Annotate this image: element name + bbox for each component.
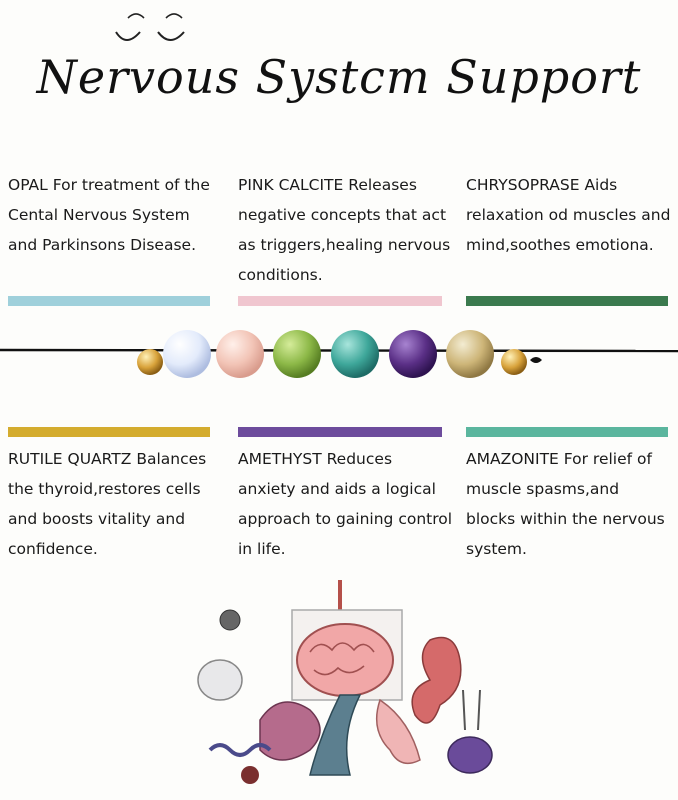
dark-spiky-cell-icon (219, 609, 241, 631)
gold-bead-left (137, 349, 163, 375)
stone-text: Aids relaxation od muscles and mind,soot… (466, 176, 671, 254)
chrysoprase-description: CHRYSOPRASE Aids relaxation od muscles a… (466, 170, 678, 260)
stone-name: RUTILE QUARTZ (8, 450, 132, 468)
amethyst-bead (389, 330, 437, 378)
pink-calcite-description: PINK CALCITE Releases negative concepts … (238, 170, 453, 290)
chrysoprase-color-bar (466, 296, 668, 306)
opal-color-bar (8, 296, 210, 306)
brain-neurons-illustration (197, 580, 493, 784)
rutile-quartz-description: RUTILE QUARTZ Balances the thyroid,resto… (8, 444, 233, 564)
rutile-quartz-color-bar (8, 427, 210, 437)
chrysoprase-bead (273, 330, 321, 378)
brain-icon (296, 623, 394, 697)
stone-name: AMETHYST (238, 450, 322, 468)
amethyst-description: AMETHYST Reduces anxiety and aids a logi… (238, 444, 453, 564)
bracelet-beads (137, 330, 542, 378)
stone-text: Releases negative concepts that act as t… (238, 176, 451, 284)
stone-name: AMAZONITE (466, 450, 559, 468)
stone-name: OPAL (8, 176, 48, 194)
stone-name: CHRYSOPRASE (466, 176, 580, 194)
gray-neuron-icon (197, 659, 243, 701)
stone-text: Reduces anxiety and aids a logical appro… (238, 450, 453, 558)
amazonite-color-bar (466, 427, 668, 437)
stone-text: For treatment of the Cental Nervous Syst… (8, 176, 210, 254)
doodle-face-icon (115, 13, 185, 41)
opal-bead (163, 330, 211, 378)
amethyst-color-bar (238, 427, 442, 437)
purple-neuron-icon (447, 736, 493, 774)
gold-bead-right (501, 349, 527, 375)
rutile-quartz-bead (446, 330, 494, 378)
stone-name: PINK CALCITE (238, 176, 344, 194)
stone-text: Balances the thyroid,restores cells and … (8, 450, 207, 558)
amazonite-bead (331, 330, 379, 378)
amazonite-description: AMAZONITE For relief of muscle spasms,an… (466, 444, 671, 564)
stone-text: For relief of muscle spasms,and blocks w… (466, 450, 665, 558)
opal-description: OPAL For treatment of the Cental Nervous… (8, 170, 223, 260)
pink-calcite-bead (216, 330, 264, 378)
page-title: Nervous Systcm Support (36, 50, 642, 104)
pink-calcite-color-bar (238, 296, 442, 306)
